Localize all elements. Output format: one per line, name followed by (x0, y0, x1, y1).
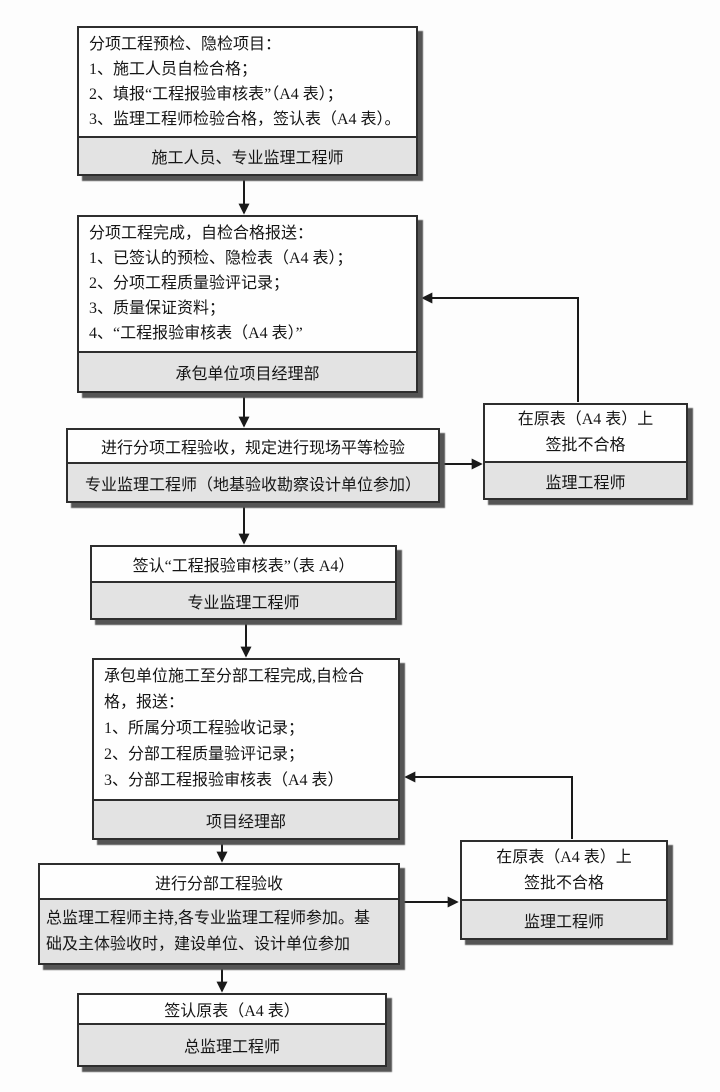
body-line: 签批不合格 (523, 874, 604, 892)
body-line: 在原表（A4 表）上 (517, 411, 654, 428)
node-subitem-complete-report: 分项工程完成，自检合格报送： 1、已签认的预检、隐检表（A4 表）； 2、分项工… (77, 215, 418, 393)
node-body: 在原表（A4 表）上 签批不合格 (485, 405, 686, 461)
node-footer: 承包单位项目经理部 (79, 351, 416, 391)
node-body: 签认“工程报验审核表”（表 A4） (132, 558, 355, 575)
node-footer: 监理工程师 (485, 461, 686, 498)
body-line: 3、监理工程师检验合格，签认表（A4 表）。 (89, 111, 401, 128)
node-footer: 施工人员、专业监理工程师 (79, 136, 416, 174)
node-subdivision-complete-report: 承包单位施工至分部工程完成,自检合 格，报送： 1、所属分项工程验收记录； 2、… (92, 658, 400, 840)
body-line: 2、分项工程质量验评记录； (89, 275, 290, 292)
node-sign-fail-on-original-2: 在原表（A4 表）上 签批不合格 监理工程师 (460, 840, 668, 940)
body-line: 签批不合格 (545, 437, 626, 454)
node-sign-fail-on-original-1: 在原表（A4 表）上 签批不合格 监理工程师 (483, 403, 688, 500)
body-line: 1、施工人员自检合格； (89, 61, 258, 78)
node-body: 分项工程预检、隐检项目： 1、施工人员自检合格； 2、填报“工程报验审核表”（A… (79, 28, 416, 136)
node-body: 进行分部工程验收 (154, 875, 283, 893)
node-body: 进行分项工程验收，规定进行现场平等检验 (100, 440, 405, 457)
node-body: 签认原表（A4 表） (164, 1003, 300, 1020)
node-footer: 总监理工程师主持,各专业监理工程师参加。基 础及主体验收时，建设单位、设计单位参… (40, 898, 398, 963)
body-line: 在原表（A4 表）上 (496, 848, 632, 866)
body-line: 承包单位施工至分部工程完成,自检合 (104, 668, 365, 685)
body-line: 3、质量保证资料； (89, 300, 226, 317)
node-footer: 总监理工程师 (79, 1023, 385, 1065)
node-sign-original-form: 签认原表（A4 表） 总监理工程师 (77, 993, 387, 1067)
body-line: 格，报送： (104, 694, 185, 711)
node-footer: 专业监理工程师 (92, 581, 395, 618)
node-body: 在原表（A4 表）上 签批不合格 (462, 842, 666, 899)
node-footer: 专业监理工程师（地基验收勘察设计单位参加） (68, 462, 438, 501)
node-sign-review-form: 签认“工程报验审核表”（表 A4） 专业监理工程师 (90, 545, 397, 620)
node-body: 分项工程完成，自检合格报送： 1、已签认的预检、隐检表（A4 表）； 2、分项工… (79, 217, 416, 351)
body-line: 分项工程完成，自检合格报送： (89, 225, 314, 242)
node-footer: 监理工程师 (462, 899, 666, 938)
body-line: 4、“工程报验审核表（A4 表）” (89, 325, 303, 342)
node-body: 承包单位施工至分部工程完成,自检合 格，报送： 1、所属分项工程验收记录； 2、… (94, 660, 398, 799)
body-line: 2、分部工程质量验评记录； (104, 746, 305, 763)
footer-line: 总监理工程师主持,各专业监理工程师参加。基 (46, 909, 371, 927)
connector-r1-n2-feedback (421, 292, 579, 402)
body-line: 2、填报“工程报验审核表”（A4 表）； (89, 86, 343, 103)
node-subitem-acceptance: 进行分项工程验收，规定进行现场平等检验 专业监理工程师（地基验收勘察设计单位参加… (66, 428, 440, 503)
body-line: 3、分部工程报验审核表（A4 表） (104, 772, 344, 789)
connector-r2-n5-feedback (404, 771, 573, 839)
body-line: 1、所属分项工程验收记录； (104, 720, 305, 737)
node-precheck-items: 分项工程预检、隐检项目： 1、施工人员自检合格； 2、填报“工程报验审核表”（A… (77, 26, 418, 176)
footer-line: 础及主体验收时，建设单位、设计单位参加 (46, 935, 351, 953)
node-footer: 项目经理部 (94, 799, 398, 838)
body-line: 1、已签认的预检、隐检表（A4 表）； (89, 250, 353, 267)
node-subdivision-acceptance: 进行分部工程验收 总监理工程师主持,各专业监理工程师参加。基 础及主体验收时，建… (38, 863, 400, 965)
body-line: 分项工程预检、隐检项目： (89, 36, 282, 53)
